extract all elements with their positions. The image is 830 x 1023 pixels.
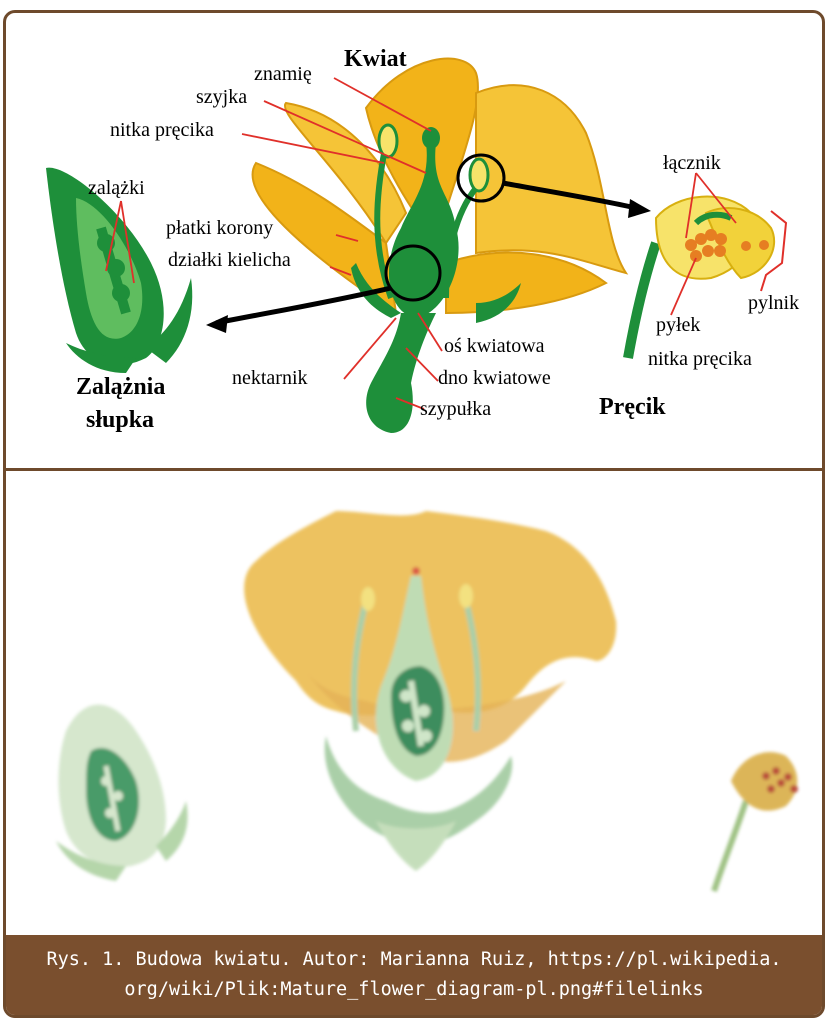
label-nitka-precika-right: nitka pręcika xyxy=(648,349,752,369)
caption-line-1: Rys. 1. Budowa kwiatu. Autor: Marianna R… xyxy=(6,945,822,975)
diagram-title: Kwiat xyxy=(344,47,407,71)
anther-left xyxy=(379,125,397,157)
label-dzialki-kielicha: działki kielicha xyxy=(168,250,291,270)
label-zalazni-1: Zalążnia xyxy=(76,375,165,399)
label-szypulka: szypułka xyxy=(420,399,491,419)
figure-caption: Rys. 1. Budowa kwiatu. Autor: Marianna R… xyxy=(6,935,822,1015)
label-lacznik: łącznik xyxy=(663,153,721,173)
label-precik: Pręcik xyxy=(599,395,666,419)
label-pylnik: pylnik xyxy=(748,293,799,313)
figure-frame: Kwiat znamię szyjka nitka pręcika zalążk… xyxy=(3,10,825,1018)
label-zalazki: zalążki xyxy=(88,178,145,198)
label-pylek: pyłek xyxy=(656,315,700,335)
label-nitka-precika-left: nitka pręcika xyxy=(110,120,214,140)
stamen-illustration xyxy=(628,197,786,358)
watercolor-illustration xyxy=(6,471,825,941)
label-znamie: znamię xyxy=(254,64,312,84)
caption-line-2: org/wiki/Plik:Mature_flower_diagram-pl.p… xyxy=(6,975,822,1005)
label-dno-kwiatowe: dno kwiatowe xyxy=(438,368,551,388)
label-os-kwiatowa: oś kwiatowa xyxy=(444,336,545,356)
label-nektarnik: nektarnik xyxy=(232,368,308,388)
label-zalazni-2: słupka xyxy=(86,408,154,432)
label-szyjka: szyjka xyxy=(196,87,247,107)
label-platki-korony: płatki korony xyxy=(166,218,273,238)
